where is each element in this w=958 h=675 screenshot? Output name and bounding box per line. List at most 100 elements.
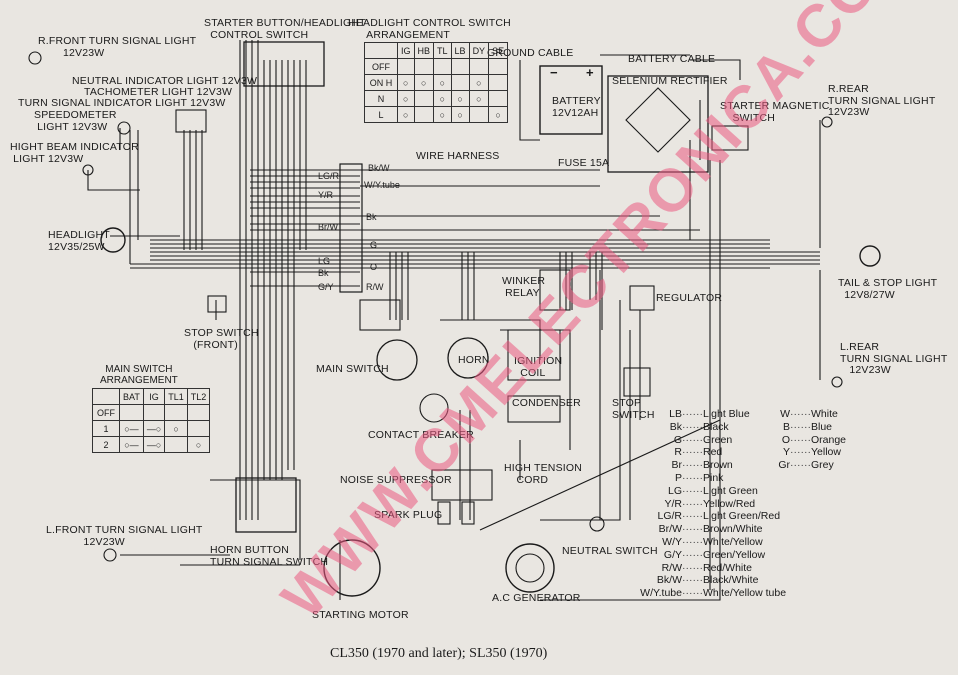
legend-name: White/Yellow <box>702 535 763 548</box>
harness-bundle <box>130 169 820 287</box>
wire-code: Bk <box>318 268 329 278</box>
legend-code: Gr <box>778 459 790 472</box>
starting-motor-label: STARTING MOTOR <box>312 609 409 621</box>
winker-relay-label: WINKER RELAY <box>502 275 546 299</box>
r-front-turn-label: R.FRONT TURN SIGNAL LIGHT 12V23W <box>38 35 197 59</box>
indicator-cluster-shape <box>175 109 207 133</box>
neutral-indicator-label: NEUTRAL INDICATOR LIGHT 12V3W <box>72 75 258 87</box>
legend-row: B······Blue <box>750 421 846 434</box>
legend-code: G <box>673 433 682 446</box>
legend-row: Y······Yellow <box>750 446 846 459</box>
legend-row: W/Y······White/Yellow <box>630 536 786 549</box>
r-rear-turn-shape <box>821 116 833 128</box>
starter-button-label: STARTER BUTTON/HEADLIGHT CONTROL SWITCH <box>204 17 366 41</box>
ms-table-header: BAT <box>119 388 144 405</box>
legend-code: G/Y <box>663 548 682 561</box>
wire-code: Bk/W <box>368 163 390 173</box>
regulator-shape <box>629 285 655 311</box>
horn-button-label: HORN BUTTON TURN SIGNAL SWITCH <box>210 544 329 568</box>
legend-name: Red <box>702 446 723 459</box>
hl-row-label: N <box>364 90 398 107</box>
legend-name: Light Green/Red <box>702 510 781 523</box>
neutral-switch-label: NEUTRAL SWITCH <box>562 545 658 557</box>
left-wiring <box>87 128 301 566</box>
l-rear-turn-shape <box>831 376 843 388</box>
ignition-coil-label: IGNITION COIL <box>514 355 563 379</box>
legend-row: LG······Light Green <box>630 485 786 498</box>
fuse-label: FUSE 15A <box>558 157 610 169</box>
legend-name: Light Blue <box>702 408 750 420</box>
turn-indicator-label: TURN SIGNAL INDICATOR LIGHT 12V3W <box>18 97 226 109</box>
noise-suppressor-shape <box>431 469 493 501</box>
legend-code: W <box>780 408 790 420</box>
ignition-coil-shape <box>507 329 561 381</box>
wire-code: O <box>370 262 378 272</box>
headlight-label: HEADLIGHT 12V35/25W <box>48 229 110 253</box>
wire-code: W/Y.tube <box>364 180 400 190</box>
rectifier-shape <box>607 75 709 173</box>
headlight-shape <box>100 227 126 253</box>
high-tension-label: HIGH TENSION CORD <box>504 462 583 486</box>
legend-name: Light Green <box>702 484 758 497</box>
wire-code: Bk <box>366 212 377 222</box>
tail-stop-label: TAIL & STOP LIGHT 12V8/27W <box>838 277 938 301</box>
lower-runs <box>339 160 721 601</box>
wire-code: G <box>370 240 378 250</box>
contact-breaker-shape <box>419 393 449 423</box>
legend-name: Green/Yellow <box>702 548 766 561</box>
main-switch-shape <box>376 339 418 381</box>
legend-row: O······Orange <box>750 434 846 447</box>
svg-text:−: − <box>550 65 558 80</box>
hl-table-header: DY <box>468 42 490 59</box>
starter-magnetic-label: STARTER MAGNETIC SWITCH <box>720 100 830 124</box>
stop-switch-front-label: STOP SWITCH (FRONT) <box>184 327 259 351</box>
legend-name: Pink <box>702 471 724 484</box>
stop-switch-front-shape <box>207 295 227 313</box>
legend-name: Green <box>702 433 733 446</box>
legend-name: White/Yellow tube <box>702 587 787 600</box>
hl-table-header: TL <box>433 42 452 59</box>
hl-row-label: ON H <box>364 74 398 91</box>
wire-harness-connector-block <box>339 163 363 293</box>
l-front-turn-shape <box>103 548 117 562</box>
hl-row-label: L <box>364 106 398 123</box>
legend-row: Y/R······Yellow/Red <box>630 498 786 511</box>
legend-code: W/Y <box>662 535 682 548</box>
legend-code: R <box>674 446 682 459</box>
starting-motor-shape <box>323 539 381 597</box>
main-switch-plate <box>359 299 401 331</box>
legend-row: Bk/W······Black/White <box>630 574 786 587</box>
starter-switch-shape <box>711 125 749 151</box>
horn-shape <box>447 337 489 379</box>
ac-generator-label: A.C GENERATOR <box>492 592 581 604</box>
condenser-shape <box>507 395 561 423</box>
selenium-label: SELENIUM RECTIFIER <box>612 75 728 87</box>
hl-row-label: OFF <box>364 58 398 75</box>
legend-row: LB······Light Blue <box>630 408 786 421</box>
main-switch-arr-title: MAIN SWITCH ARRANGEMENT <box>100 364 178 386</box>
ms-table-header: IG <box>142 388 166 405</box>
winker-relay-shape <box>539 269 571 311</box>
ms-table-header: TL2 <box>186 388 211 405</box>
legend-row: Br/W······Brown/White <box>630 523 786 536</box>
legend-name: Brown <box>702 459 733 472</box>
hl-table-header: IG <box>397 42 415 59</box>
main-switch-table: BAT IG TL1 TL2 OFF 1○——○○ 2○——○○ <box>92 388 211 453</box>
legend-name: Red/White <box>702 561 753 574</box>
noise-suppressor-label: NOISE SUPPRESSOR <box>340 474 452 486</box>
starter-button-shape <box>243 41 325 87</box>
l-front-turn-label: L.FRONT TURN SIGNAL LIGHT 12V23W <box>46 524 203 548</box>
legend-name: Orange <box>810 433 847 446</box>
ms-row-label: 1 <box>92 420 120 437</box>
legend-code: Br <box>671 459 683 472</box>
legend-code: Br/W <box>658 523 682 536</box>
high-beam-label: HIGHT BEAM INDICATOR LIGHT 12V3W <box>10 141 139 165</box>
legend-code: Y/R <box>664 497 682 510</box>
ac-generator-shape <box>505 543 555 593</box>
spark-plug-label: SPARK PLUG <box>374 509 443 521</box>
legend-code: B <box>782 420 790 433</box>
legend-row: G/Y······Green/Yellow <box>630 549 786 562</box>
legend-row: R······Red <box>630 446 786 459</box>
